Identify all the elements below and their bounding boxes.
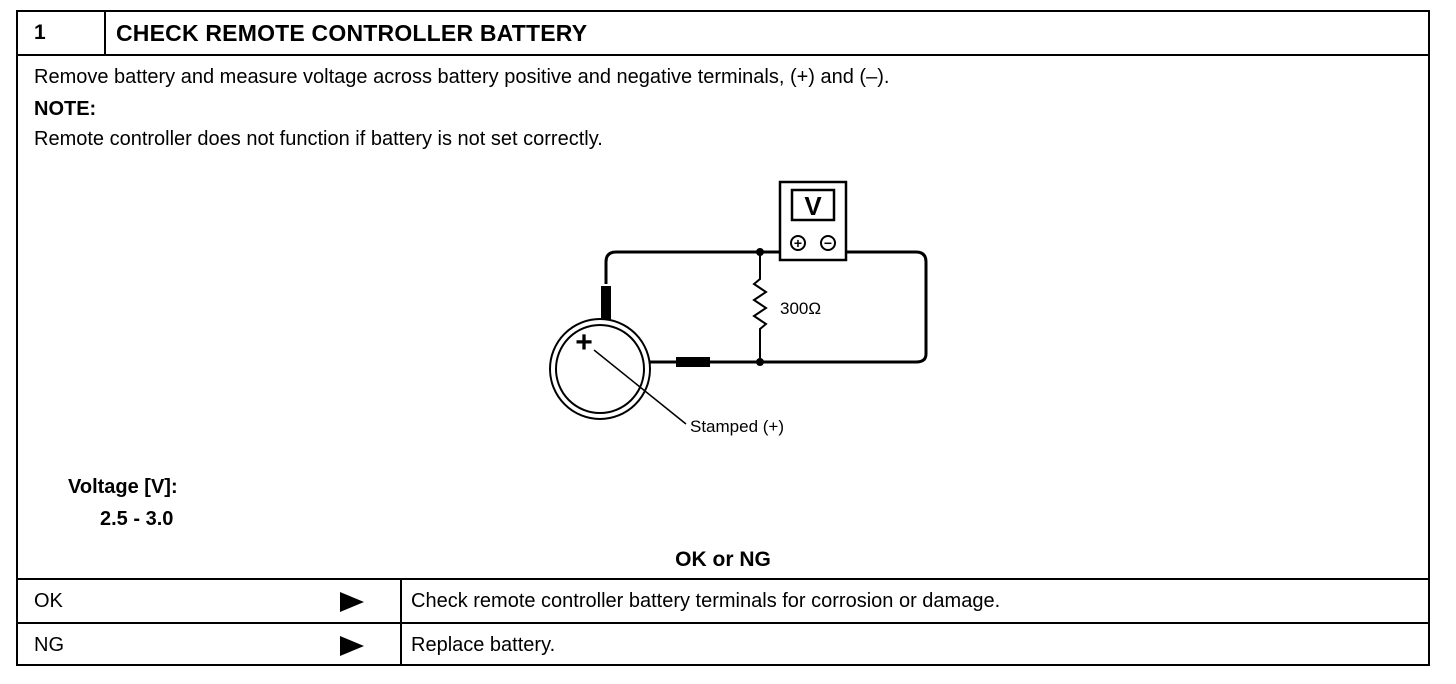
stamped-label: Stamped (+) — [690, 417, 784, 436]
coin-battery-icon — [549, 318, 651, 420]
voltage-spec-value: 2.5 - 3.0 — [100, 508, 174, 530]
meter-positive-terminal: + — [794, 235, 802, 251]
action-cell: Replace battery. — [400, 624, 1428, 666]
resistor-label: 300Ω — [780, 299, 821, 318]
procedure-frame: 1 CHECK REMOTE CONTROLLER BATTERY Remove… — [16, 10, 1430, 666]
step-header: 1 CHECK REMOTE CONTROLLER BATTERY — [18, 12, 1428, 56]
ok-ng-title: OK or NG — [675, 548, 771, 571]
negative-probe — [676, 357, 710, 367]
meter-negative-terminal: − — [824, 235, 832, 251]
stamped-leader-line — [593, 349, 687, 425]
resistor-icon — [752, 248, 768, 366]
voltmeter-icon: V + − — [778, 180, 848, 262]
battery-voltage-diagram: V + − 300Ω + Stamped (+) — [549, 180, 928, 436]
play-arrow-icon — [340, 592, 364, 612]
circuit-wires — [604, 250, 928, 364]
action-text: Replace battery. — [411, 634, 556, 656]
voltage-spec-label: Voltage [V]: — [68, 476, 178, 498]
result-row-ng: NG Replace battery. — [18, 622, 1428, 666]
step-title: CHECK REMOTE CONTROLLER BATTERY — [116, 20, 588, 46]
play-arrow-icon — [340, 636, 364, 656]
meter-symbol: V — [804, 191, 822, 221]
step-number: 1 — [18, 12, 106, 54]
note-label: NOTE: — [34, 98, 97, 120]
positive-probe — [601, 286, 611, 324]
note-text: Remote controller does not function if b… — [34, 128, 603, 150]
instruction-text: Remove battery and measure voltage acros… — [34, 66, 890, 88]
result-row-ok: OK Check remote controller battery termi… — [18, 578, 1428, 622]
action-cell: Check remote controller battery terminal… — [400, 580, 1428, 622]
result-label: NG — [34, 634, 64, 656]
action-text: Check remote controller battery terminal… — [411, 590, 1001, 612]
result-label: OK — [34, 590, 63, 612]
battery-plus-sign: + — [575, 326, 593, 359]
